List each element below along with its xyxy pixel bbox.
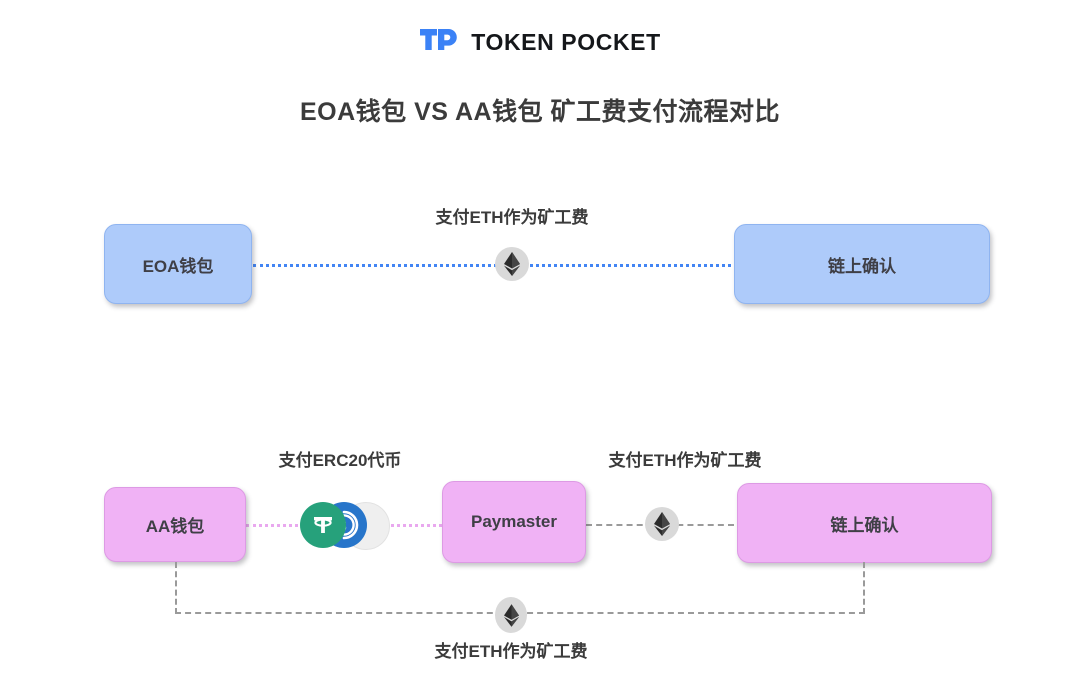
edge-label-aa-loop-gas: 支付ETH作为矿工费 bbox=[434, 642, 588, 661]
brand-name: TOKEN POCKET bbox=[471, 28, 661, 55]
connector-eoa-gas bbox=[253, 264, 731, 267]
node-paymaster[interactable]: Paymaster bbox=[442, 481, 586, 563]
ethereum-icon bbox=[495, 247, 529, 281]
node-label: EOA钱包 bbox=[142, 256, 214, 276]
node-label: Paymaster bbox=[470, 512, 557, 531]
tp-logo-icon bbox=[419, 27, 459, 57]
token-cluster: $ bbox=[300, 502, 390, 550]
usdt-icon bbox=[300, 502, 346, 548]
page-title: EOA钱包 VS AA钱包 矿工费支付流程对比 bbox=[299, 98, 781, 126]
node-aa-wallet[interactable]: AA钱包 bbox=[104, 487, 246, 562]
node-label: 链上确认 bbox=[828, 256, 896, 276]
node-eoa-wallet[interactable]: EOA钱包 bbox=[104, 224, 252, 304]
node-label: 链上确认 bbox=[830, 515, 899, 535]
brand-header: TOKEN POCKET bbox=[0, 22, 1080, 62]
node-eoa-onchain-confirm[interactable]: 链上确认 bbox=[734, 224, 990, 304]
ethereum-icon bbox=[645, 507, 679, 541]
edge-label-eoa-gas: 支付ETH作为矿工费 bbox=[435, 208, 589, 227]
ethereum-icon bbox=[495, 597, 527, 633]
edge-label-paymaster-gas: 支付ETH作为矿工费 bbox=[608, 451, 762, 470]
node-label: AA钱包 bbox=[145, 517, 205, 536]
edge-label-aa-erc20: 支付ERC20代币 bbox=[278, 451, 402, 470]
node-aa-onchain-confirm[interactable]: 链上确认 bbox=[737, 483, 992, 563]
